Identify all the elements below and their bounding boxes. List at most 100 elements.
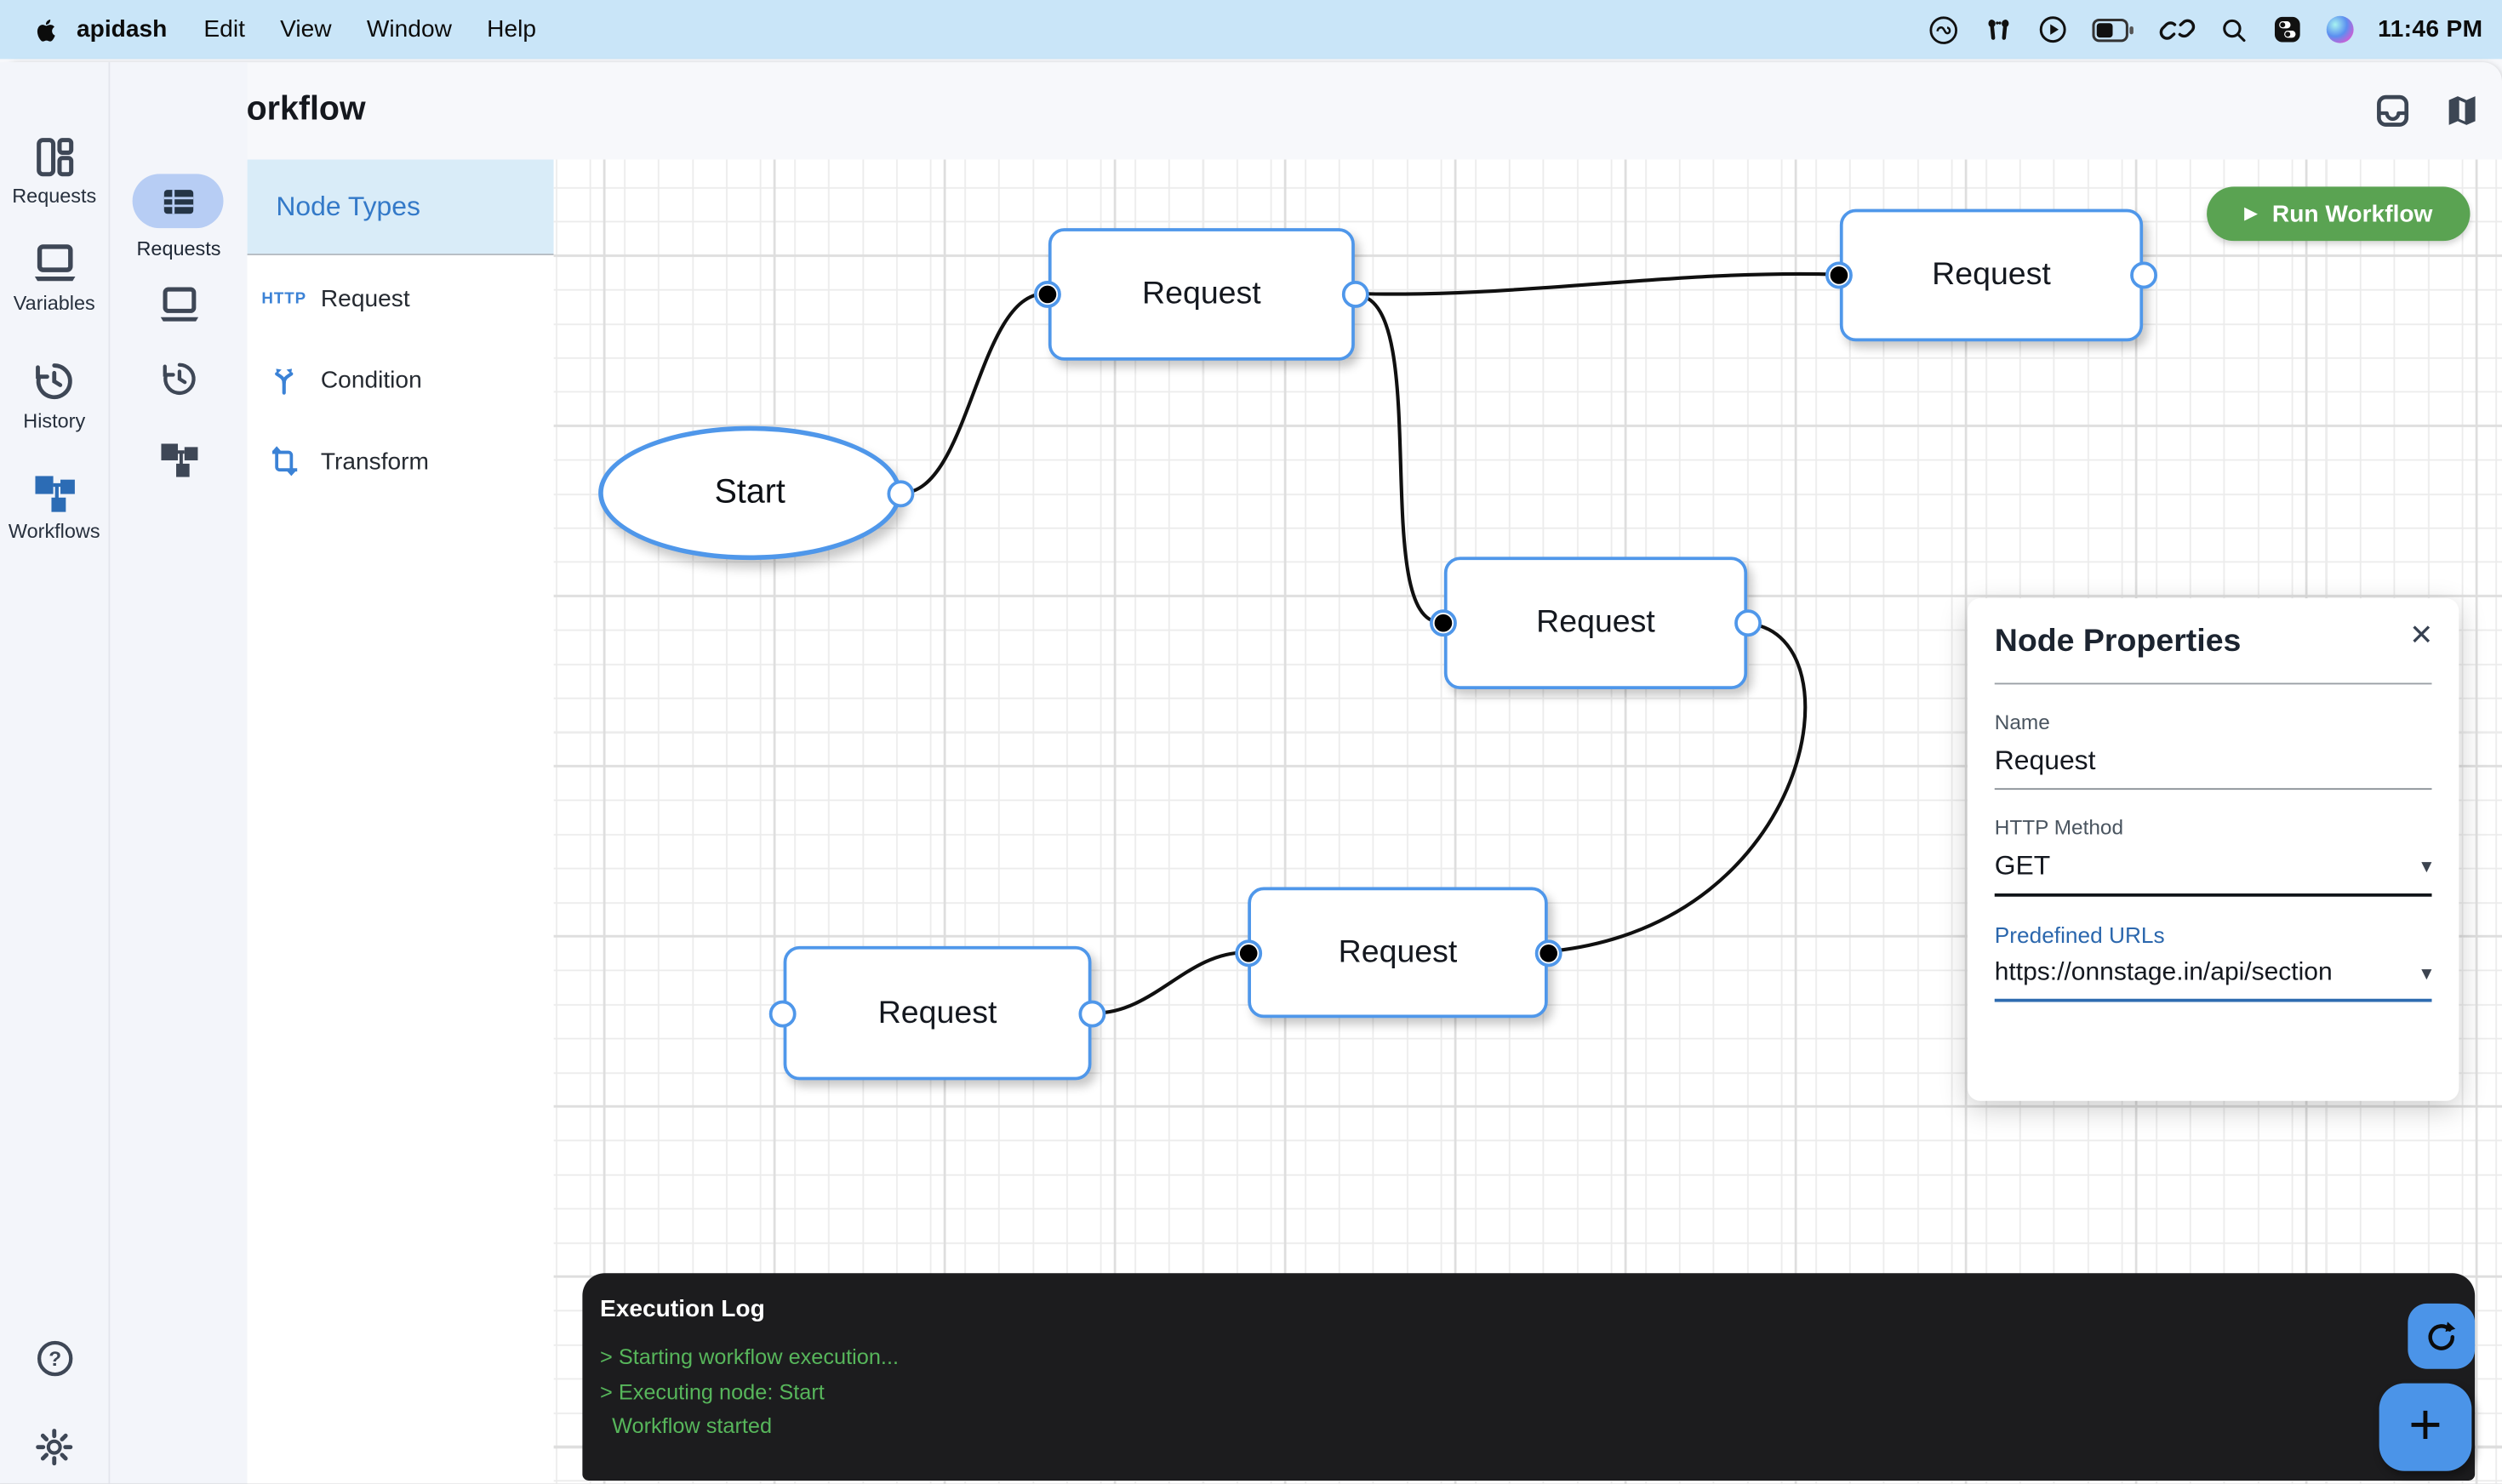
control-center-icon[interactable] (2272, 14, 2303, 45)
properties-title: Node Properties (1994, 624, 2242, 659)
node-request-top-right[interactable]: Request (1839, 208, 2144, 342)
node-request-1[interactable]: Request (1048, 228, 1355, 361)
port-in-request-middle[interactable] (1430, 609, 1457, 637)
port-out-request1[interactable] (1341, 281, 1369, 308)
rail-item-label: Requests (136, 237, 221, 260)
node-label: Request (1142, 276, 1261, 311)
http-method-value: GET (1994, 850, 2051, 881)
workflow-tree-icon (34, 476, 74, 512)
history-icon (36, 363, 72, 400)
battery-icon[interactable] (2092, 17, 2135, 43)
apple-menu-icon[interactable] (33, 14, 60, 46)
node-type-label: Transform (320, 447, 429, 475)
inbox-icon[interactable] (2374, 93, 2411, 129)
play-circle-icon[interactable] (2038, 14, 2069, 45)
sidebar-item-requests[interactable]: Requests (0, 135, 109, 208)
port-out-start[interactable] (887, 480, 915, 508)
help-button[interactable]: ? (0, 1338, 109, 1378)
predefined-urls-label: Predefined URLs (1994, 922, 2165, 948)
gear-icon (36, 1429, 73, 1466)
node-start[interactable]: Start (598, 425, 902, 561)
creative-cloud-icon[interactable] (1928, 14, 1960, 46)
sidebar-item-label: Requests (12, 185, 97, 208)
predefined-urls-select[interactable]: https://onnstage.in/api/section ▾ (1994, 958, 2432, 1002)
predefined-urls-value: https://onnstage.in/api/section (1994, 958, 2333, 986)
add-node-button[interactable]: + (2379, 1383, 2472, 1471)
node-request-bottom-left[interactable]: Request (783, 945, 1092, 1081)
name-label: Name (1994, 710, 2050, 734)
menu-help[interactable]: Help (487, 15, 537, 43)
history-icon (162, 362, 195, 396)
node-properties-panel: Node Properties ✕ Name Request HTTP Meth… (1967, 598, 2459, 1101)
port-out-request-bottom-left[interactable] (1078, 1000, 1106, 1028)
layout-columns-icon (36, 138, 73, 177)
node-label: Request (1338, 933, 1458, 970)
rail-item-history[interactable] (110, 359, 247, 399)
port-in-request-top-right[interactable] (1825, 261, 1853, 289)
link-icon[interactable] (2159, 16, 2196, 43)
sidebar-item-workflows[interactable]: Workflows (0, 471, 109, 543)
sidebar-item-label: Workflows (8, 520, 100, 543)
port-out-request-top-right[interactable] (2130, 261, 2157, 289)
node-type-request[interactable]: HTTP Request (248, 263, 554, 334)
sidebar-item-variables[interactable]: Variables (0, 243, 109, 314)
rail-item-variables[interactable] (110, 286, 247, 326)
search-icon[interactable] (2219, 15, 2248, 44)
run-workflow-label: Run Workflow (2271, 200, 2433, 228)
close-icon[interactable]: ✕ (2409, 619, 2434, 651)
chevron-down-icon: ▾ (2421, 853, 2432, 878)
node-types-header: Node Types (247, 159, 554, 255)
log-line: > Starting workflow execution... (600, 1344, 900, 1369)
laptop-icon (159, 287, 198, 322)
rail-item-workflows[interactable] (110, 439, 247, 479)
macos-menu-bar: apidash Edit View Window Help (0, 0, 2502, 60)
node-label: Request (1932, 256, 2051, 293)
sidebar-item-history[interactable]: History (0, 359, 109, 432)
sidebar-item-label: History (23, 409, 86, 433)
play-icon: ▶ (2244, 203, 2259, 223)
siri-icon[interactable] (2327, 15, 2354, 43)
refresh-log-button[interactable] (2408, 1303, 2476, 1369)
left-sidebar: Requests Variables History Workflows ? (0, 62, 111, 1484)
airpods-icon[interactable] (1984, 15, 2014, 44)
help-icon: ? (37, 1340, 72, 1377)
sidebar-item-label: Variables (13, 292, 95, 315)
menu-view[interactable]: View (280, 15, 332, 43)
http-method-select[interactable]: GET ▾ (1994, 850, 2432, 897)
port-in-request-bottom-left[interactable] (768, 1000, 797, 1028)
node-request-bottom-middle[interactable]: Request (1248, 887, 1548, 1019)
transform-icon (248, 443, 321, 478)
node-request-middle[interactable]: Request (1443, 556, 1748, 689)
menu-clock[interactable]: 11:46 PM (2378, 15, 2483, 43)
node-type-transform[interactable]: Transform (248, 426, 554, 497)
node-types-panel: Node Types HTTP Request Condition Transf… (247, 159, 554, 1484)
port-out-request-middle[interactable] (1734, 609, 1762, 637)
table-icon (163, 189, 193, 214)
map-icon[interactable] (2445, 93, 2480, 129)
log-line: Workflow started (600, 1413, 773, 1438)
execution-log-panel: Execution Log > Starting workflow execut… (582, 1273, 2476, 1481)
menu-window[interactable]: Window (366, 15, 452, 43)
port-in-request-bottom-middle[interactable] (1235, 939, 1263, 967)
chevron-down-icon: ▾ (2421, 960, 2432, 985)
node-label: Request (877, 995, 997, 1030)
port-in-request1[interactable] (1034, 281, 1061, 308)
divider (1994, 682, 2432, 685)
refresh-icon (2428, 1321, 2456, 1350)
run-workflow-button[interactable]: ▶ Run Workflow (2207, 186, 2471, 242)
settings-button[interactable] (0, 1426, 109, 1468)
rail-item-requests-active[interactable] (132, 174, 224, 229)
menu-edit[interactable]: Edit (203, 15, 245, 43)
name-value: Request (1994, 745, 2096, 776)
port-out-request-bottom-middle[interactable] (1534, 939, 1562, 967)
condition-branch-icon (248, 362, 321, 397)
node-label: Start (714, 473, 785, 511)
name-field[interactable]: Request (1994, 745, 2432, 791)
node-label: Request (1536, 604, 1655, 640)
node-type-label: Request (320, 284, 410, 312)
node-type-condition[interactable]: Condition (248, 345, 554, 415)
log-line: > Executing node: Start (600, 1378, 825, 1404)
menu-app-name[interactable]: apidash (77, 15, 168, 43)
execution-log-title: Execution Log (600, 1295, 765, 1323)
